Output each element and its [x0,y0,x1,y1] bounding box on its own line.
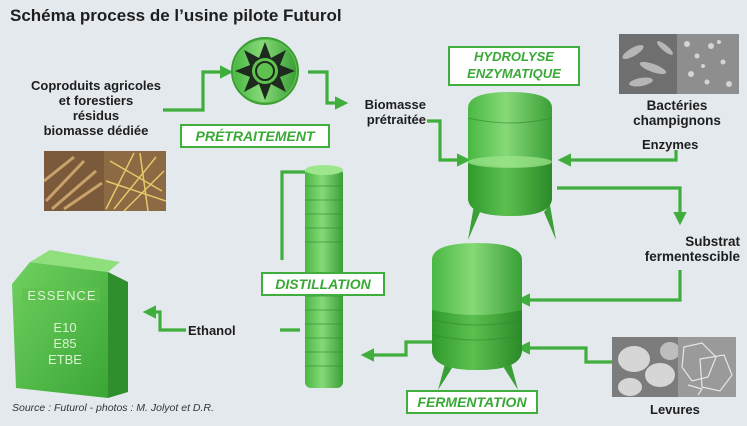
step-fermentation: FERMENTATION [406,390,538,414]
arrow-inputs-to-pretreatment [163,65,234,112]
bacteria-line-2: champignons [633,113,721,128]
step-pretreatment: PRÉTRAITEMENT [180,124,330,148]
hydrolysis-line-2: ENZYMATIQUE [467,66,561,81]
flow-arrows [142,65,687,364]
fuel-grade-etbe: ETBE [48,352,82,367]
arrow-enzymes-to-hydrolysis [557,150,678,167]
arrow-substrate-to-fermentation [516,270,682,307]
yeast-photo-graphic [612,337,736,397]
substrate-line-1: Substrat [685,234,740,249]
inputs-line-2: et forestiers [58,93,134,108]
biomass-line-1: Biomasse [364,97,426,112]
fuel-grade-e10: E10 [53,320,77,335]
arrow-biomass-to-hydrolysis [427,119,471,167]
hydrolysis-tank-icon [467,92,556,240]
fuel-grade-e85: E85 [53,336,77,351]
arrow-pretreatment-to-biomass [308,70,349,110]
bacteria-photo [619,34,739,94]
ethanol-label: Ethanol [188,323,236,338]
inputs-label: Coproduits agricoles et forestiers résid… [16,78,176,138]
enzymes-label: Enzymes [642,137,699,152]
yeasts-label: Levures [650,402,700,417]
inputs-line-3: résidus [72,108,120,123]
arrow-fermentation-to-distillation [360,340,432,362]
fermentation-tank-icon [431,243,523,390]
arrow-yeasts-to-fermentation [516,341,612,364]
source-credit: Source : Futurol - photos : M. Jolyot et… [12,402,214,414]
bacteria-label: Bactéries champignons [612,98,742,128]
fuel-can-label: ESSENCE [27,288,97,303]
inputs-line-1: Coproduits agricoles [30,78,162,93]
hydrolysis-line-1: HYDROLYSE [474,49,554,64]
page-title: Schéma process de l’usine pilote Futurol [10,6,342,25]
step-hydrolysis: HYDROLYSE ENZYMATIQUE [448,46,580,86]
biomass-photo-graphic [44,151,166,211]
biomass-pretreated-label: Biomasse prétraitée [344,97,426,127]
arrow-ethanol-to-fuel [142,305,186,332]
fuel-can-icon [12,250,128,398]
fuel-grades: E10 E85 ETBE [30,320,100,368]
arrow-distillation-to-hydrolysis [280,170,305,260]
biomass-photo [44,151,166,211]
step-distillation: DISTILLATION [261,272,385,296]
biomass-line-2: prétraitée [366,112,426,127]
substrate-label: Substrat fermentescible [600,234,740,264]
bacteria-line-1: Bactéries [646,98,708,113]
substrate-line-2: fermentescible [644,249,740,264]
pretreatment-reactor-icon [231,37,299,105]
inputs-line-4: biomasse dédiée [43,123,149,138]
bacteria-photo-graphic [619,34,739,94]
yeast-photo [612,337,736,397]
arrow-hydrolysis-to-substrate [557,186,687,226]
